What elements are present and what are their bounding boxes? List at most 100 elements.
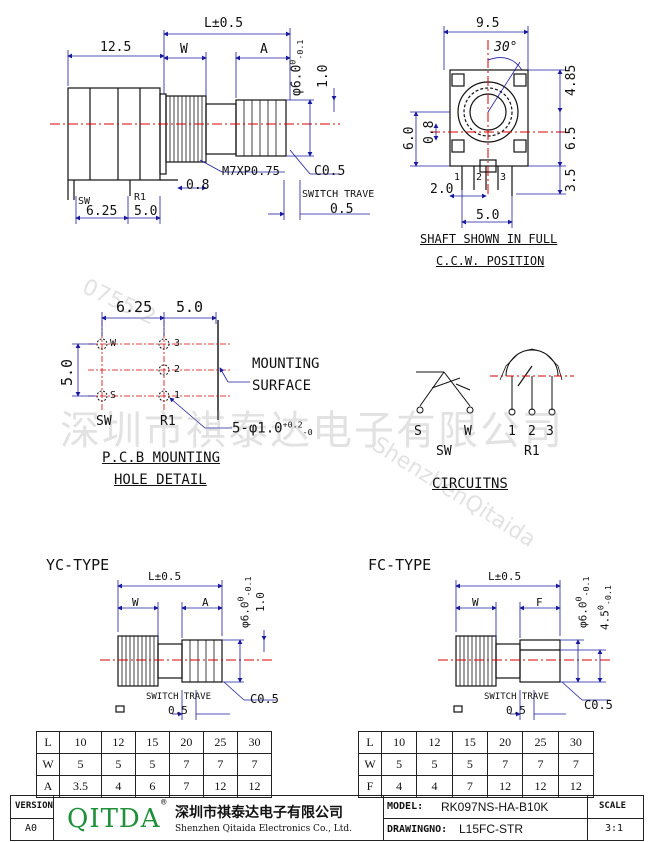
table-cell: 5 — [134, 753, 170, 776]
model-label: MODEL: — [387, 801, 424, 812]
fc-title: FC-TYPE — [368, 556, 432, 574]
pcb-caption-1: P.C.B MOUNTING — [102, 450, 221, 466]
fc-row-head: W — [358, 753, 382, 776]
terminal-r1: R1 — [134, 192, 147, 203]
shaft-caption-2: C.C.W. POSITION — [436, 254, 545, 268]
pcb-pin-1: 1 — [174, 390, 181, 401]
pcb-pin-w: W — [110, 338, 117, 349]
pin-3: 3 — [500, 172, 507, 183]
table-row: L 10 12 15 20 25 30 — [358, 731, 595, 754]
table-row: W 5 5 5 7 7 7 — [358, 753, 595, 776]
pcb-caption-2: HOLE DETAIL — [114, 472, 207, 488]
mounting-surface-1: MOUNTING — [252, 356, 320, 372]
table-row: L 10 12 15 20 25 30 — [36, 731, 273, 754]
fc-tol-upper: 0 — [574, 596, 584, 602]
drawing-label: DRAWINGNO: — [387, 824, 448, 835]
table-cell: 15 — [134, 731, 170, 754]
table-cell: 10 — [380, 731, 418, 754]
dim-0-5-main: 0.5 — [330, 202, 354, 217]
table-cell: 12 — [486, 775, 524, 798]
circuit-w: W — [464, 424, 472, 439]
yc-dia-value: φ6.0 — [238, 601, 252, 629]
pot-body — [67, 87, 161, 181]
table-cell: 30 — [557, 731, 595, 754]
circuit-r1: R1 — [524, 444, 540, 459]
hole-spec-value: 5-φ1.0 — [232, 420, 283, 437]
circuit-1: 1 — [508, 424, 516, 439]
dim-shaft-dia: φ6.00-0.1 — [288, 40, 305, 96]
pcb-label-sw: SW — [96, 414, 112, 429]
yc-dim-a: A — [202, 596, 209, 609]
knurled-shaft — [235, 99, 287, 157]
fc-dimension-table: L 10 12 15 20 25 30 W 5 5 5 7 7 7 F 4 4 … — [358, 731, 595, 798]
chamfer-main: C0.5 — [314, 164, 346, 179]
circuit-caption: CIRCUITNS — [432, 476, 508, 492]
circuit-2: 2 — [528, 424, 536, 439]
table-row: A 3.5 4 6 7 12 12 — [36, 775, 273, 798]
scale-label: SCALE — [599, 801, 627, 811]
table-cell: 10 — [59, 731, 102, 754]
table-cell: 7 — [522, 753, 559, 776]
table-row: F 4 4 7 12 12 12 — [358, 775, 595, 798]
dim-9-5: 9.5 — [476, 16, 500, 31]
fc-type-drawing — [453, 635, 561, 713]
table-cell: 7 — [202, 753, 238, 776]
circuit-diagram — [416, 348, 563, 416]
dim-3-5: 3.5 — [564, 168, 579, 192]
table-cell: 4 — [380, 775, 418, 798]
main-view — [67, 87, 287, 200]
table-cell: 5 — [451, 753, 488, 776]
circuit-3: 3 — [546, 424, 554, 439]
table-cell: 7 — [168, 775, 204, 798]
table-cell: 5 — [380, 753, 418, 776]
terminal-sw: SW — [78, 196, 91, 207]
model-value: RK097NS-HA-B10K — [441, 800, 549, 814]
yc-dim-1-0: 1.0 — [254, 592, 267, 612]
yc-switch-trave: SWITCH TRAVE — [146, 692, 212, 702]
yc-dim-w: W — [132, 596, 139, 609]
table-cell: 15 — [451, 731, 488, 754]
fc-dia-tol: 0-0.1 — [574, 576, 591, 601]
table-cell: 20 — [486, 731, 524, 754]
circuit-sw: SW — [436, 444, 452, 459]
version-label: VERSION — [15, 801, 53, 811]
yc-row-head: L — [36, 731, 60, 754]
pin-1: 1 — [454, 172, 461, 183]
fc-dim-w: W — [472, 596, 479, 609]
yc-tol-upper: 0 — [236, 596, 246, 602]
table-cell: 7 — [486, 753, 524, 776]
circuit-s: S — [414, 424, 422, 439]
table-cell: 5 — [416, 753, 453, 776]
pcb-pin-2: 2 — [174, 364, 181, 375]
fc-flat-tol-lower: -0.1 — [603, 585, 614, 606]
dim-12-5: 12.5 — [100, 40, 132, 55]
fc-row-head: L — [358, 731, 382, 754]
table-cell: 12 — [236, 775, 273, 798]
table-cell: 7 — [236, 753, 273, 776]
title-block: VERSION A0 QITDA ® 深圳市祺泰达电子有限公司 Shenzhen… — [10, 795, 644, 841]
shaft-caption-1: SHAFT SHOWN IN FULL — [420, 232, 558, 246]
yc-dim-l: L±0.5 — [148, 570, 182, 583]
fc-chamfer: C0.5 — [584, 698, 613, 712]
dim-6-0-side: 6.0 — [402, 126, 417, 150]
pcb-pin-s: S — [110, 390, 117, 401]
table-row: W 5 5 5 7 7 7 — [36, 753, 273, 776]
yc-title: YC-TYPE — [46, 556, 110, 574]
front-view — [449, 69, 529, 196]
company-name-cn: 深圳市祺泰达电子有限公司 — [175, 805, 343, 821]
fc-dim-0-5: 0.5 — [506, 704, 526, 717]
table-cell: 12 — [202, 775, 238, 798]
fc-dim-dia: φ6.00-0.1 — [574, 576, 591, 628]
table-cell: 7 — [451, 775, 488, 798]
table-cell: 20 — [168, 731, 204, 754]
yc-dim-0-5: 0.5 — [168, 704, 188, 717]
dim-5-0-main: 5.0 — [134, 204, 158, 219]
fc-dia-value: φ6.0 — [576, 601, 590, 629]
table-cell: 12 — [100, 731, 136, 754]
fc-switch-trave: SWITCH TRAVE — [484, 692, 550, 702]
company-logo: QITDA — [67, 804, 161, 834]
fc-flat-tol: 0-0.1 — [596, 585, 614, 610]
version-value: A0 — [25, 823, 38, 834]
yc-tol-lower: -0.1 — [243, 576, 254, 597]
